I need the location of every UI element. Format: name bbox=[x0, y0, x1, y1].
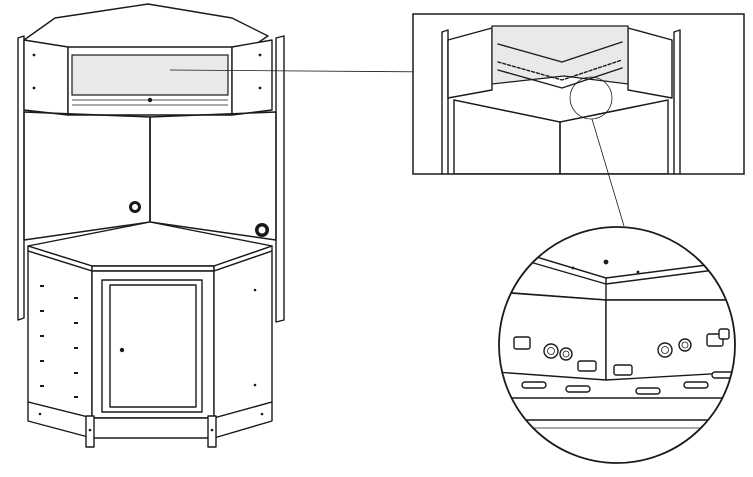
leader-line-main-to-inset bbox=[169, 69, 441, 73]
base-cabinet-door bbox=[109, 284, 197, 408]
drawer-unit-left bbox=[27, 250, 93, 419]
inset-cabinet-left-side bbox=[447, 27, 493, 99]
zoom-circle-frame bbox=[498, 226, 736, 464]
zoom-bolts-washers bbox=[513, 328, 730, 376]
left-pegboard bbox=[23, 111, 151, 241]
zoom-slots bbox=[521, 371, 735, 395]
zoom-magnifier bbox=[498, 226, 736, 464]
left-upright bbox=[17, 35, 25, 321]
inset-zoom-marker bbox=[569, 76, 613, 120]
door-handle bbox=[119, 347, 125, 353]
drawer-handles bbox=[40, 285, 78, 398]
base-cabinet-right-side bbox=[213, 250, 273, 419]
top-cabinet-right-side bbox=[231, 39, 273, 116]
leader-line-inset-to-zoom bbox=[591, 118, 625, 227]
inset-cabinet-interior bbox=[491, 25, 629, 85]
main-cabinet-view bbox=[17, 3, 285, 448]
plinth-front bbox=[91, 417, 215, 439]
roller-door-lock bbox=[147, 97, 153, 103]
zoom-right-panel bbox=[605, 299, 735, 381]
top-cabinet-roller-door bbox=[71, 54, 229, 96]
right-upright bbox=[275, 35, 285, 323]
top-cabinet-left-side bbox=[23, 39, 69, 116]
right-pegboard bbox=[149, 111, 277, 241]
detail-inset bbox=[412, 13, 745, 175]
